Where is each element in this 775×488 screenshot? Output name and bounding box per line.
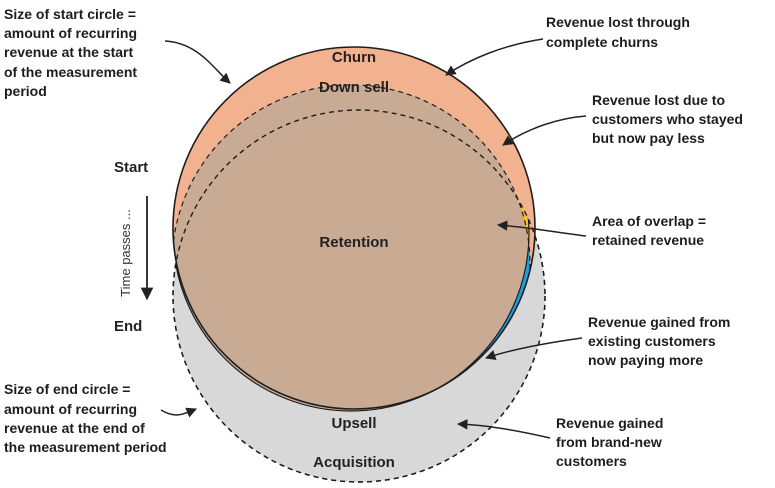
start-circle-note-line-3: revenue at the start (4, 44, 133, 60)
timeline-start-label: Start (114, 159, 148, 176)
churn-label: Churn (332, 49, 376, 66)
start-circle-note-line-2: amount of recurring (4, 25, 137, 41)
start-circle-outline (172, 46, 536, 410)
start-circle-pointer (164, 40, 231, 84)
end-circle-annotation: Size of end circle = amount of recurring… (4, 381, 167, 455)
start-circle-note-line-5: period (4, 83, 47, 99)
upsell-note-line-2: existing customers (588, 333, 716, 349)
acquisition-note-line-1: Revenue gained (556, 415, 663, 431)
overlap-pointer (496, 220, 587, 237)
churns-pointer (445, 38, 544, 76)
down-sell-note-line-3: but now pay less (592, 130, 705, 146)
upsell-note-line-1: Revenue gained from (588, 314, 730, 330)
retention-label: Retention (319, 234, 388, 251)
start-circle-annotation: Size of start circle = amount of recurri… (4, 6, 137, 99)
down-sell-annotation: Revenue lost due to customers who stayed… (592, 92, 743, 146)
down-sell-note-line-2: customers who stayed (592, 111, 743, 127)
upsell-pointer (485, 337, 583, 360)
down-sell-note-line-1: Revenue lost due to (592, 92, 725, 108)
end-circle-note-line-3: revenue at the end of (4, 420, 145, 436)
acquisition-annotation: Revenue gained from brand-new customers (556, 415, 663, 469)
start-circle-note-line-4: of the measurement (4, 64, 137, 80)
churns-note-line-2: complete churns (546, 34, 658, 50)
start-circle-note-line-1: Size of start circle = (4, 6, 136, 22)
churns-annotation: Revenue lost through complete churns (546, 14, 690, 50)
down-sell-label: Down sell (319, 79, 389, 96)
end-circle-note-line-4: the measurement period (4, 439, 167, 455)
down-sell-inner-boundary (173, 84, 531, 409)
upsell-note-line-3: now paying more (588, 352, 703, 368)
time-passes-label: Time passes ... (118, 209, 133, 297)
churns-note-line-1: Revenue lost through (546, 14, 690, 30)
retention-region (173, 85, 529, 411)
end-circle-outline (172, 109, 546, 483)
acquisition-pointer (456, 419, 551, 439)
upsell-label: Upsell (331, 415, 376, 432)
acquisition-note-line-3: customers (556, 453, 627, 469)
upsell-annotation: Revenue gained from existing customers n… (588, 314, 730, 368)
timeline-end-label: End (114, 318, 142, 335)
overlap-note-line-1: Area of overlap = (592, 213, 706, 229)
acquisition-note-line-2: from brand-new (556, 434, 662, 450)
end-circle-pointer (160, 407, 197, 418)
end-circle-note-line-2: amount of recurring (4, 401, 137, 417)
overlap-note-line-2: retained revenue (592, 232, 704, 248)
acquisition-label: Acquisition (313, 454, 395, 471)
overlap-annotation: Area of overlap = retained revenue (592, 213, 706, 248)
upsell-inner-boundary (173, 110, 530, 412)
down-sell-pointer (502, 115, 587, 146)
end-circle-note-line-1: Size of end circle = (4, 381, 130, 397)
